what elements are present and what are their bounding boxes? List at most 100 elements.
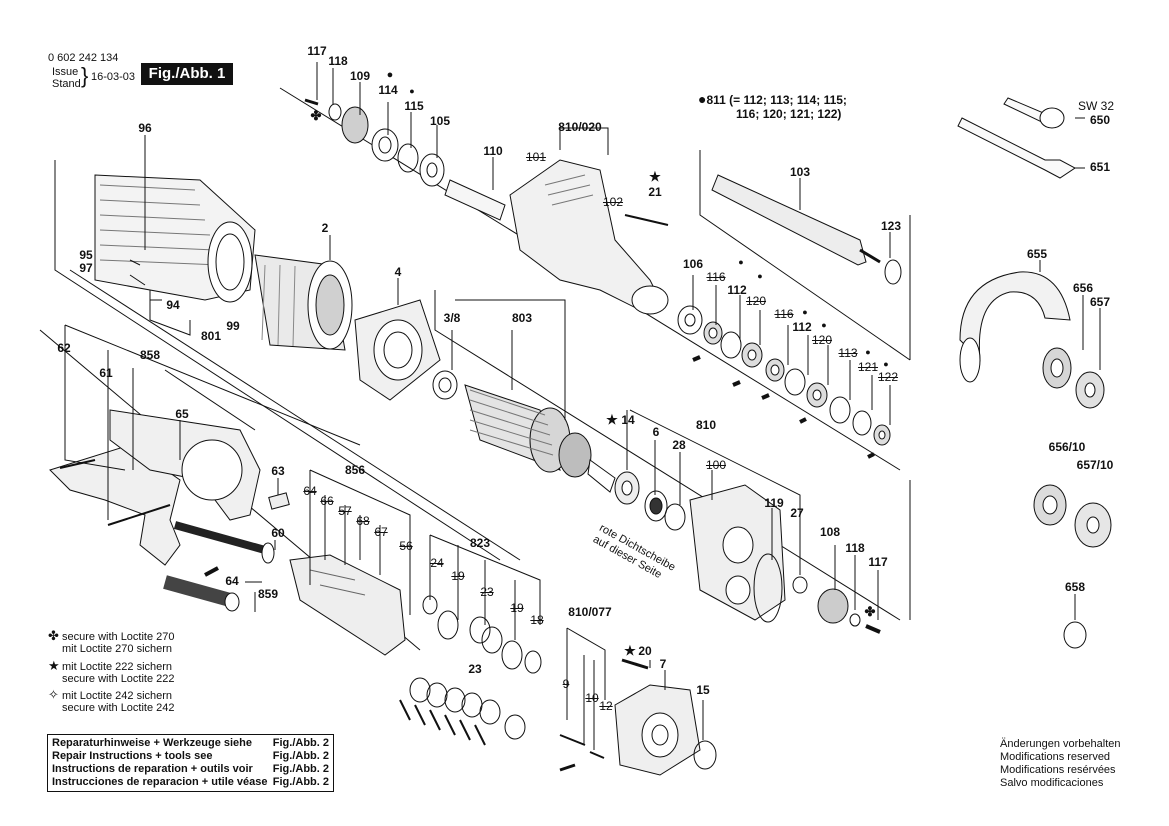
part-label: 650 [1089, 113, 1111, 127]
part-label-struck: 100 [705, 458, 727, 472]
part-label-struck: 24 [430, 556, 444, 570]
part-label-struck: 67 [374, 525, 388, 539]
part-label: 21 [648, 185, 662, 199]
part-label: 657 [1089, 295, 1111, 309]
part-label: 3/8 [443, 311, 461, 325]
part-label: 94 [166, 298, 180, 312]
loctite-270-marker-icon: ✤ [310, 108, 322, 123]
part-label: 7 [659, 657, 667, 671]
part-label-struck: 56 [399, 539, 413, 553]
part-label: 117 [868, 555, 888, 569]
dot-marker-icon: ● [698, 91, 707, 107]
part-label: 823 [469, 536, 491, 550]
part-label: 28 [672, 438, 686, 452]
dot-marker-icon: ● [821, 320, 827, 330]
part-label-struck: 9 [562, 677, 570, 691]
part-label-struck: 113 [838, 346, 858, 360]
part-label-struck: 68 [356, 514, 370, 528]
part-label-struck: 12 [599, 699, 613, 713]
part-label: 803 [511, 311, 533, 325]
part-label: 27 [790, 506, 804, 520]
stand-label: Stand [52, 78, 81, 90]
part-label-struck: 121 [857, 360, 879, 374]
part-label-struck: 101 [525, 150, 547, 164]
gear-head-housing [509, 159, 669, 315]
part-label-struck: 57 [338, 504, 352, 518]
part-label-struck: 120 [745, 294, 767, 308]
part-label: 858 [139, 348, 161, 362]
loctite-key-242: ✧mit Loctite 242 sichern secure with Loc… [48, 687, 175, 714]
part-label: 105 [429, 114, 451, 128]
part-label-struck: 102 [602, 195, 624, 209]
modification-notes: Änderungen vorbehalten Modifications res… [1000, 738, 1121, 789]
part-label: 810 [695, 418, 717, 432]
part-label-struck: 66 [320, 494, 334, 508]
star-marker-icon: ★ [606, 412, 618, 427]
part-label: 112 [727, 283, 747, 297]
dot-marker-icon: ● [738, 257, 744, 267]
handle [49, 409, 261, 566]
dot-marker-icon: ● [386, 69, 394, 81]
part-label: 655 [1026, 247, 1048, 261]
brace-glyph: } [81, 63, 89, 88]
star-marker-icon: ★ [624, 643, 636, 658]
part-label: 109 [349, 69, 371, 83]
hollow-star-icon: ✧ [48, 687, 59, 702]
stator [254, 254, 353, 351]
part-label: 20 [638, 644, 652, 658]
part-label: 657/10 [1076, 458, 1114, 472]
part-label: 656 [1072, 281, 1094, 295]
gear-housing [689, 484, 808, 623]
part-label-struck: 64 [303, 484, 317, 498]
part-label-struck: 116 [706, 270, 726, 284]
part-label: 810/020 [558, 120, 602, 134]
part-label-struck: 19 [451, 569, 465, 583]
part-label: 14 [621, 413, 635, 427]
part-label: 859 [257, 587, 279, 601]
part-label: 4 [394, 265, 402, 279]
part-label: SW 32 [1077, 99, 1115, 113]
armature [432, 370, 616, 493]
part-label: 810/077 [568, 605, 612, 619]
kit-811-line-1: ●811 (= 112; 113; 114; 115; [698, 91, 847, 107]
part-label: 95 [79, 248, 93, 262]
dot-marker-icon: ● [865, 347, 871, 357]
dot-marker-icon: ● [409, 86, 415, 96]
repair-row: Instructions de reparation + outils voir… [52, 763, 329, 775]
part-label: 64 [225, 574, 239, 588]
part-label-struck: 18 [530, 613, 544, 627]
repair-row: Instrucciones de reparacion + utile véas… [52, 776, 329, 788]
part-label-struck: 10 [585, 691, 599, 705]
loctite-key-270: ✤secure with Loctite 270 mit Loctite 270… [48, 628, 175, 655]
part-label: 61 [99, 366, 113, 380]
part-label: 65 [175, 407, 189, 421]
part-label: 103 [789, 165, 811, 179]
part-label: 110 [483, 144, 503, 158]
part-label: 63 [271, 464, 285, 478]
document-number: 0 602 242 134 [48, 52, 119, 64]
part-label-struck: 116 [774, 307, 794, 321]
part-label: 112 [792, 320, 812, 334]
part-label: 117 [307, 44, 327, 58]
part-label-struck: 122 [877, 370, 899, 384]
kit-811-legend: ●811 (= 112; 113; 114; 115; 116; 120; 12… [698, 92, 847, 121]
part-label: 118 [328, 54, 348, 68]
part-label: 658 [1064, 580, 1086, 594]
issue-date: 16-03-03 [91, 71, 136, 83]
part-label: 15 [696, 683, 710, 697]
part-label-struck: 19 [510, 601, 524, 615]
motor-housing [94, 174, 256, 303]
loctite-270-icon: ✤ [48, 628, 59, 643]
part-label: 106 [682, 257, 704, 271]
dot-marker-icon: ● [883, 359, 889, 369]
part-label: 656/10 [1048, 440, 1086, 454]
part-label: 119 [764, 496, 784, 510]
dot-marker-icon: ● [757, 271, 763, 281]
star-icon: ★ [48, 658, 60, 673]
part-label: 2 [321, 221, 329, 235]
part-label-struck: 23 [480, 585, 494, 599]
